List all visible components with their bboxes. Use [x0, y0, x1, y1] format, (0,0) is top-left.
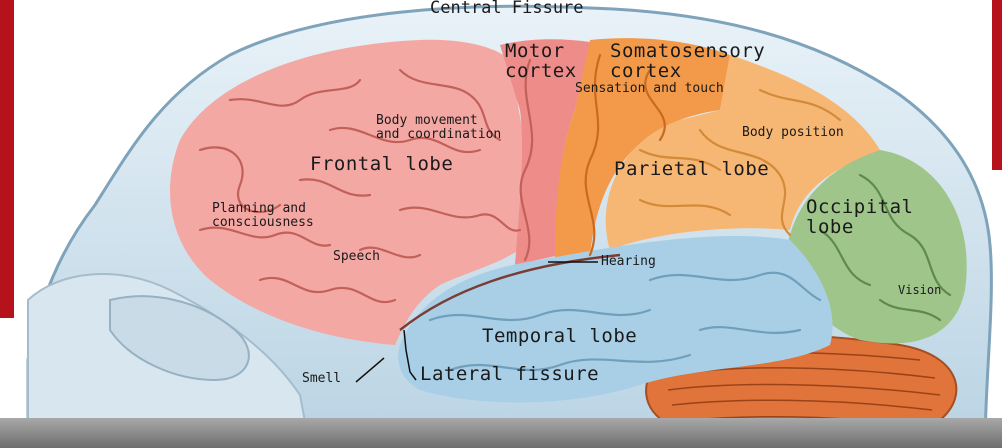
- vision-label: Vision: [898, 284, 941, 297]
- hearing-label: Hearing: [601, 255, 656, 269]
- speech-label: Speech: [333, 250, 380, 264]
- red-frame-left: [0, 0, 14, 318]
- parietal-lobe-label: Parietal lobe: [614, 160, 769, 180]
- central-fissure-label: Central Fissure: [430, 0, 584, 18]
- bottom-band: [0, 418, 1002, 448]
- planning-label: Planning and consciousness: [212, 202, 314, 229]
- body-movement-label: Body movement and coordination: [376, 114, 501, 141]
- motor-cortex-label: Motor cortex: [505, 42, 577, 82]
- lateral-fissure-label: Lateral fissure: [420, 365, 599, 385]
- somatosensory-cortex-label: Somatosensory cortex: [610, 42, 765, 82]
- temporal-lobe-label: Temporal lobe: [482, 327, 637, 347]
- body-position-label: Body position: [742, 126, 844, 140]
- frontal-lobe-label: Frontal lobe: [310, 155, 453, 175]
- sensation-touch-label: Sensation and touch: [575, 82, 724, 96]
- red-frame-right: [992, 0, 1002, 170]
- occipital-lobe-label: Occipital lobe: [806, 198, 913, 238]
- smell-label: Smell: [302, 372, 341, 386]
